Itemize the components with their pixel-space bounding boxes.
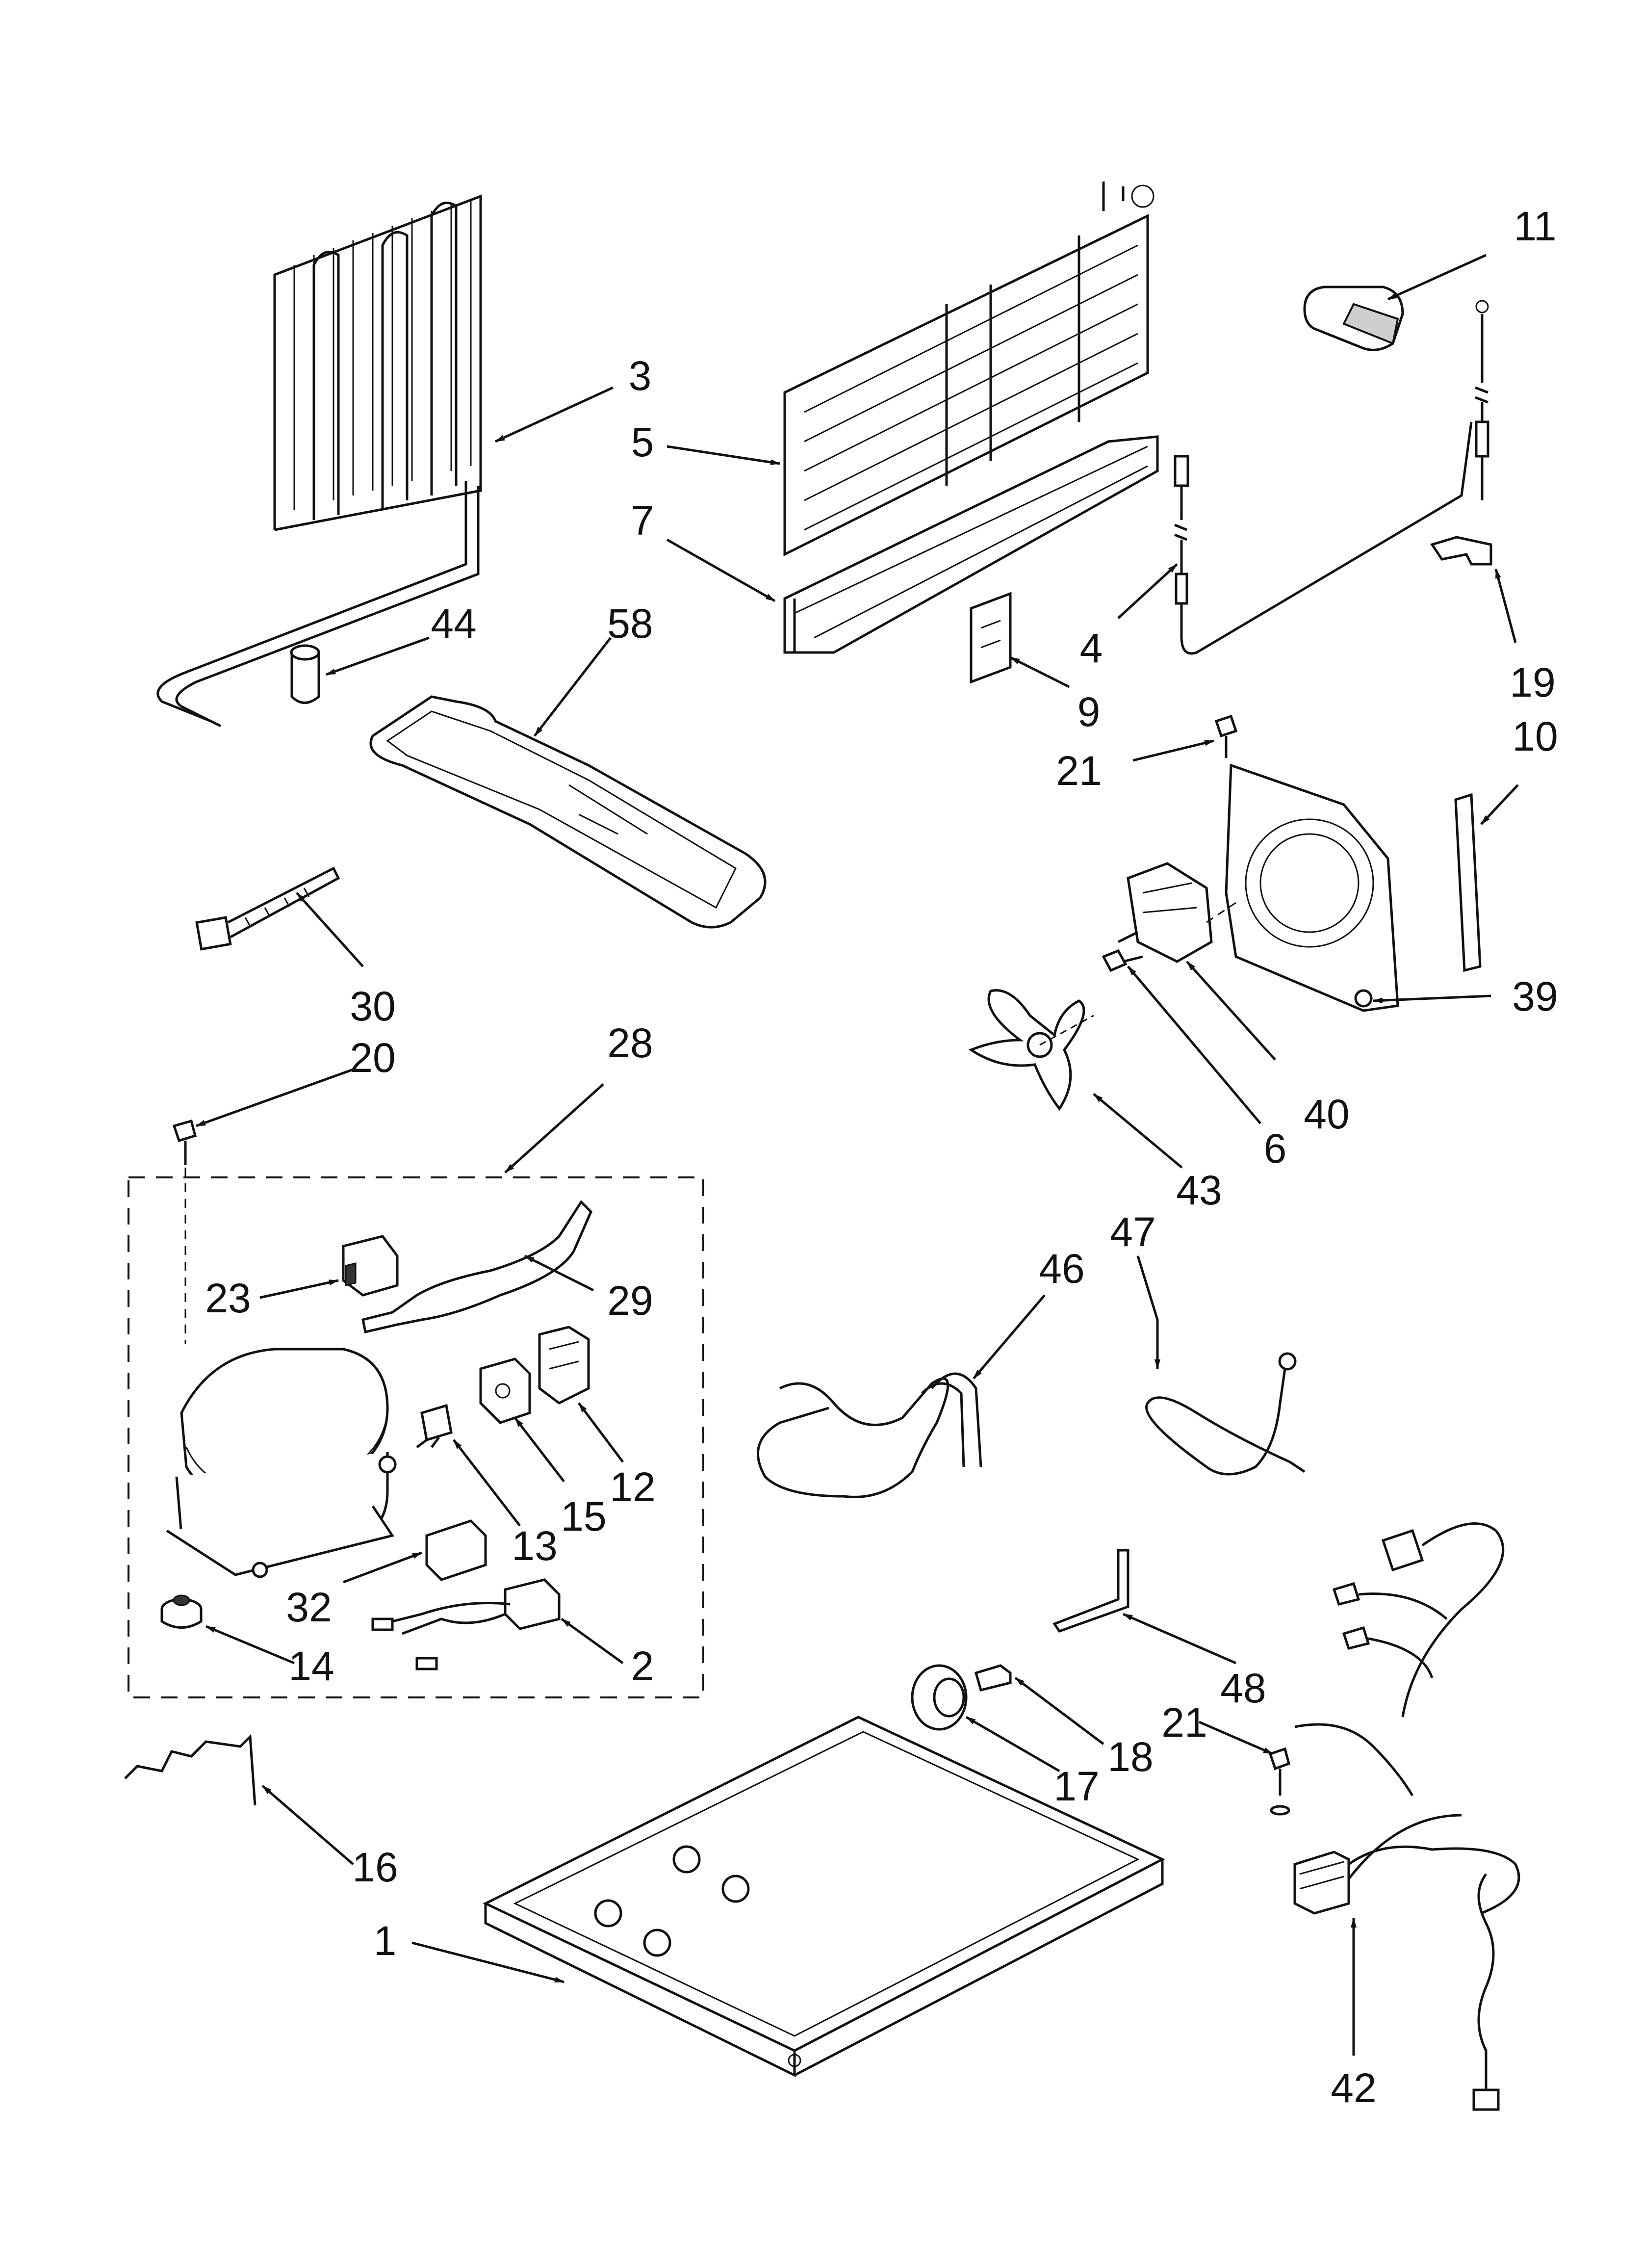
- terminal-13: [416, 1404, 453, 1448]
- cable-tie: [195, 866, 340, 951]
- screw-21a: [1214, 714, 1238, 758]
- drain-trough: [783, 435, 1159, 654]
- callout-32: 32: [286, 1584, 332, 1630]
- callout-16: 16: [352, 1844, 398, 1890]
- callout-23: 23: [205, 1275, 251, 1321]
- relay-23: [342, 1235, 399, 1297]
- axle-18: [974, 1664, 1012, 1692]
- cap-11: [1303, 286, 1404, 351]
- clip-19: [1430, 536, 1492, 566]
- callout-5: 5: [631, 419, 654, 465]
- callout-2: 2: [631, 1643, 654, 1689]
- fan-shroud: [1225, 763, 1399, 1012]
- callout-7: 7: [631, 497, 654, 544]
- callout-labels: 11 3 5 7 4 44 58 19 9 10 21 30 39 20 28 …: [205, 203, 1558, 2111]
- capacitor-32: [425, 1519, 487, 1581]
- callout-21-lower: 21: [1161, 1699, 1207, 1746]
- gasket-strip: [1454, 793, 1482, 972]
- screw-6: [1102, 949, 1143, 972]
- callout-6: 6: [1264, 1125, 1287, 1172]
- start-device: [479, 1357, 531, 1424]
- callout-47: 47: [1110, 1209, 1155, 1255]
- callout-40: 40: [1304, 1091, 1349, 1137]
- cylinder-44: [290, 644, 320, 704]
- fan-motor: [1117, 862, 1236, 963]
- callout-11: 11: [1514, 203, 1556, 249]
- callout-44: 44: [431, 600, 476, 647]
- dryer-filter: [361, 1200, 592, 1334]
- callout-9: 9: [1078, 689, 1101, 735]
- relay-cover-12: [538, 1326, 590, 1405]
- screw-20: [172, 1119, 197, 1344]
- wheel-17: [911, 1664, 968, 1731]
- sensor-wire: [1475, 300, 1489, 500]
- bracket-9: [970, 592, 1012, 684]
- callout-46: 46: [1039, 1246, 1084, 1292]
- callout-58: 58: [607, 600, 653, 647]
- tube-47: [1145, 1352, 1306, 1476]
- callout-19: 19: [1510, 659, 1555, 705]
- base-frame: [483, 1716, 1165, 2078]
- callout-15: 15: [561, 1493, 606, 1539]
- harness-4: [1174, 421, 1473, 655]
- callout-14: 14: [288, 1643, 334, 1689]
- leader-lines: [196, 254, 1519, 2056]
- fan-blade: [968, 989, 1094, 1111]
- callout-3: 3: [629, 353, 652, 399]
- screw-21b: [1268, 1747, 1291, 1816]
- bracket-16: [124, 1734, 257, 1806]
- compressor: [166, 1348, 397, 1578]
- callout-28: 28: [607, 1020, 653, 1066]
- callout-4: 4: [1080, 625, 1103, 671]
- drain-hose: [757, 1372, 982, 1498]
- callout-29: 29: [607, 1277, 653, 1324]
- grommet-14: [160, 1594, 203, 1629]
- overload-2: [371, 1578, 561, 1670]
- callout-39: 39: [1512, 973, 1558, 1019]
- callout-20: 20: [350, 1035, 395, 1081]
- condenser-coil: [156, 194, 482, 728]
- callout-48: 48: [1220, 1665, 1266, 1711]
- callout-43: 43: [1176, 1167, 1222, 1213]
- callout-30: 30: [350, 983, 395, 1029]
- evaporator: [783, 182, 1155, 557]
- tube-48: [1052, 1549, 1129, 1633]
- wiring-harness: [1293, 1522, 1520, 2111]
- callout-21-upper: 21: [1056, 748, 1102, 794]
- callout-12: 12: [610, 1464, 655, 1510]
- callout-10: 10: [1512, 713, 1558, 759]
- callout-1: 1: [374, 1918, 397, 1964]
- callout-17: 17: [1053, 1763, 1099, 1809]
- kit-box-28: [128, 1176, 704, 1698]
- callout-42: 42: [1331, 2065, 1376, 2111]
- callout-18: 18: [1107, 1734, 1153, 1780]
- callout-13: 13: [512, 1523, 557, 1569]
- drain-pan: [369, 695, 767, 929]
